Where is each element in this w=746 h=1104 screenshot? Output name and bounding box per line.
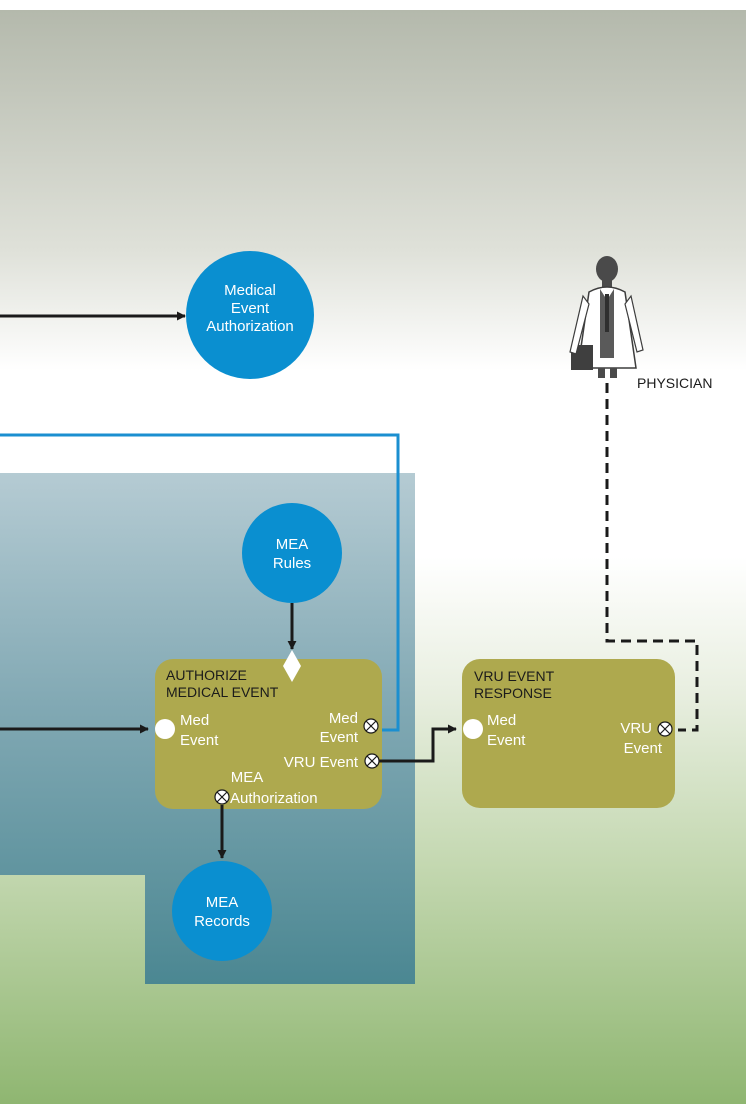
vru-response-input-label-line-1: Med [487, 712, 516, 729]
vru-response-input-label-line-2: Event [487, 732, 526, 749]
mea-rules-node[interactable]: MEA Rules [242, 503, 342, 603]
vru-response-output-label-line-2: Event [624, 740, 663, 757]
authorize-title-line-1: AUTHORIZE [166, 667, 247, 683]
vru-response-box [462, 659, 675, 808]
vru-event-response-process[interactable]: VRU EVENT RESPONSE Med Event VRU Event [462, 659, 675, 808]
medical-event-authorization-circle [186, 251, 314, 379]
authorize-med-event-output-label-line-1: Med [329, 710, 358, 727]
filled-circle-port-icon [155, 719, 175, 739]
filled-circle-port-icon [463, 719, 483, 739]
mea-records-label-line-2: Records [194, 913, 250, 930]
authorize-input-label-line-2: Event [180, 732, 219, 749]
vru-response-title-line-2: RESPONSE [474, 685, 552, 701]
mea-rules-label-line-2: Rules [273, 555, 311, 572]
vru-response-output-label-line-1: VRU [620, 720, 652, 737]
authorize-medical-event-process[interactable]: AUTHORIZE MEDICAL EVENT Med Event Med Ev… [155, 650, 382, 809]
mea-records-circle [172, 861, 272, 961]
mea-node-label-line-3: Authorization [206, 318, 294, 335]
x-circle-port-icon [214, 789, 230, 805]
mea-rules-circle [242, 503, 342, 603]
diamond-port-icon [283, 650, 301, 682]
authorize-vru-event-output-label: VRU Event [284, 754, 359, 771]
authorize-mea-output-label-line-1: MEA [231, 769, 264, 786]
med-event-feedback-connector [0, 433, 400, 732]
x-circle-port-icon [364, 753, 380, 769]
physician-label: PHYSICIAN [637, 375, 712, 391]
x-circle-port-icon [657, 721, 673, 737]
physician-figure-icon [569, 256, 644, 378]
authorize-title-line-2: MEDICAL EVENT [166, 684, 279, 700]
vru-response-title-line-1: VRU EVENT [474, 668, 555, 684]
authorize-mea-output-label-line-2: Authorization [230, 790, 318, 807]
vru-event-arrow [379, 724, 457, 763]
top-margin [0, 0, 746, 10]
authorize-process-box [155, 659, 382, 809]
authorize-med-event-output-label-line-2: Event [320, 729, 359, 746]
medical-event-authorization-node[interactable]: Medical Event Authorization [186, 251, 314, 379]
mea-node-label-line-2: Event [231, 300, 270, 317]
mea-rules-label-line-1: MEA [276, 536, 309, 553]
x-circle-port-icon [363, 718, 379, 734]
authorize-input-label-line-1: Med [180, 712, 209, 729]
physician-actor[interactable]: PHYSICIAN [569, 256, 712, 391]
mea-node-label-line-1: Medical [224, 282, 276, 299]
mea-records-label-line-1: MEA [206, 894, 239, 911]
mea-records-node[interactable]: MEA Records [172, 861, 272, 961]
